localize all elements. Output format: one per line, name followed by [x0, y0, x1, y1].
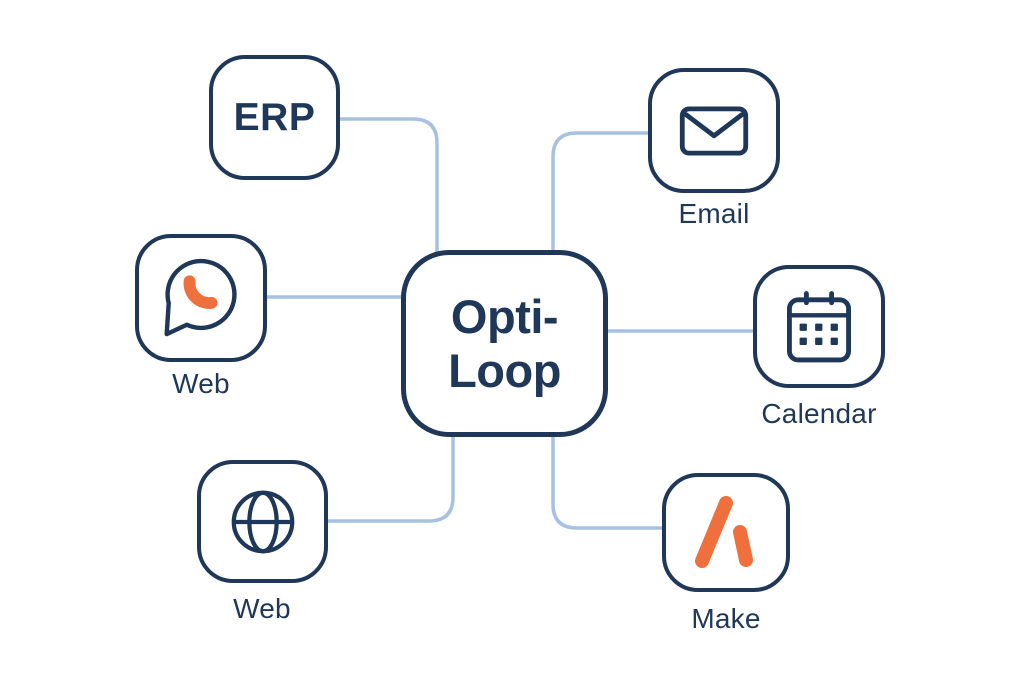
web-phone-node-label: Web: [172, 368, 230, 399]
web-globe-node-label: Web: [233, 593, 291, 624]
opti-loop-label-line1: Opti-: [450, 290, 559, 344]
node-erp: ERP: [209, 55, 340, 180]
node-make: [662, 473, 790, 592]
opti-loop-label: Opti- Loop: [448, 290, 561, 396]
make-node-label: Make: [691, 603, 761, 634]
envelope-icon: [679, 105, 749, 156]
phone-chat-icon: [164, 258, 237, 337]
opti-loop-label-line2: Loop: [448, 343, 561, 397]
globe-icon: [231, 490, 294, 553]
connector-email-center: [551, 131, 650, 254]
node-calendar: [753, 265, 885, 388]
make-logo-icon: [695, 495, 753, 568]
email-node-label: Email: [678, 198, 750, 229]
node-opti-loop: Opti- Loop: [401, 250, 608, 437]
node-email: [648, 68, 780, 193]
connector-make-center: [551, 434, 664, 530]
erp-label: ERP: [233, 95, 316, 139]
calendar-node-label: Calendar: [761, 398, 877, 429]
node-web-globe: [197, 460, 328, 583]
connector-webglobe-center: [326, 434, 455, 523]
node-web-phone: [135, 234, 267, 362]
connector-erp-center: [338, 117, 439, 254]
calendar-icon: [787, 290, 851, 362]
